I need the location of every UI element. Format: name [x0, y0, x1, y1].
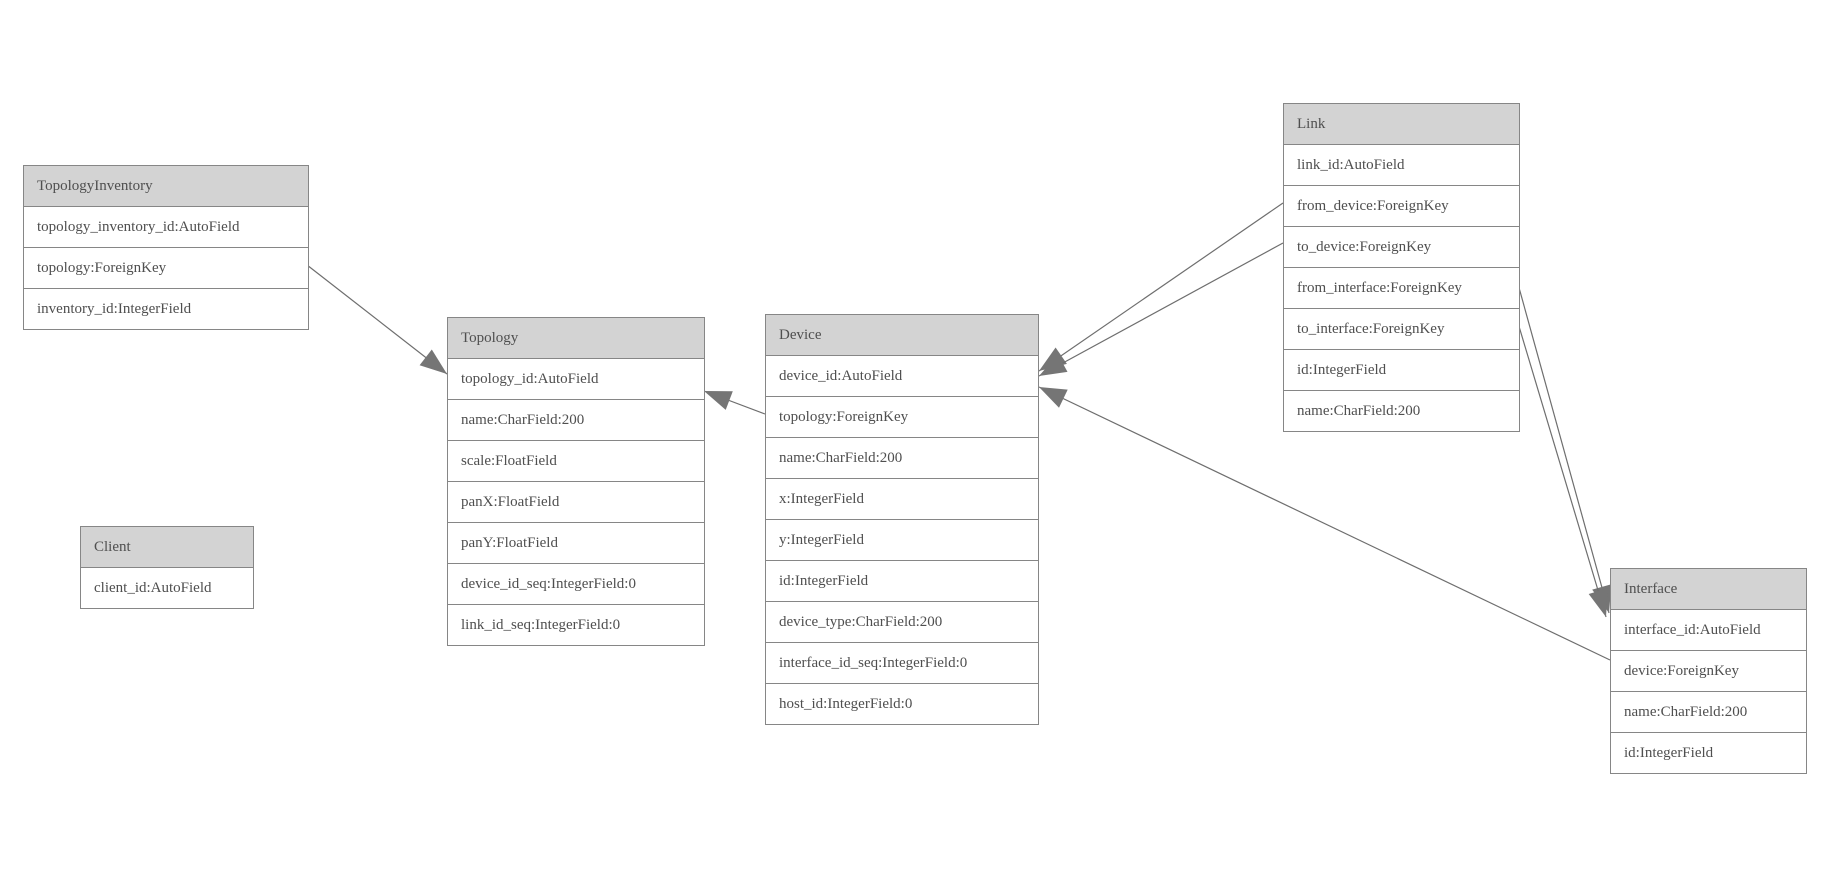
entity-title: Device	[766, 315, 1038, 356]
relation-topologyinventory-topology-fk	[306, 264, 448, 375]
fk-arrowhead-icon	[1039, 387, 1068, 408]
field-row: link_id_seq:IntegerField:0	[448, 605, 704, 645]
field-row: client_id:AutoField	[81, 568, 253, 608]
fk-arrowhead-icon	[1039, 354, 1068, 376]
field-row: interface_id_seq:IntegerField:0	[766, 643, 1038, 684]
entity-title: TopologyInventory	[24, 166, 308, 207]
fk-arrowhead-icon	[419, 349, 447, 374]
field-row: device_id_seq:IntegerField:0	[448, 564, 704, 605]
entity-title: Topology	[448, 318, 704, 359]
field-row: from_device:ForeignKey	[1284, 186, 1519, 227]
field-row: x:IntegerField	[766, 479, 1038, 520]
field-row: host_id:IntegerField:0	[766, 684, 1038, 724]
field-row: name:CharField:200	[1284, 391, 1519, 431]
relation-interface-device-fk	[1038, 386, 1611, 661]
relation-line	[306, 264, 448, 375]
relation-link-to-device-fk	[1038, 242, 1284, 377]
field-row: link_id:AutoField	[1284, 145, 1519, 186]
field-row: panY:FloatField	[448, 523, 704, 564]
field-row: name:CharField:200	[766, 438, 1038, 479]
field-row: id:IntegerField	[766, 561, 1038, 602]
field-row: device_id:AutoField	[766, 356, 1038, 397]
relation-line	[1038, 386, 1611, 661]
entity-title: Interface	[1611, 569, 1806, 610]
relation-link-from-device-fk	[1038, 202, 1284, 372]
field-row: to_interface:ForeignKey	[1284, 309, 1519, 350]
relation-line	[1038, 242, 1284, 377]
field-row: name:CharField:200	[1611, 692, 1806, 733]
field-row: topology_id:AutoField	[448, 359, 704, 400]
field-row: topology:ForeignKey	[24, 248, 308, 289]
field-row: scale:FloatField	[448, 441, 704, 482]
field-row: inventory_id:IntegerField	[24, 289, 308, 329]
field-row: id:IntegerField	[1284, 350, 1519, 391]
field-row: name:CharField:200	[448, 400, 704, 441]
relation-link-from-interface-fk	[1517, 283, 1612, 614]
field-row: y:IntegerField	[766, 520, 1038, 561]
fk-arrowhead-icon	[1588, 588, 1608, 617]
relation-line	[1517, 283, 1610, 614]
field-row: device_type:CharField:200	[766, 602, 1038, 643]
entity-title: Client	[81, 527, 253, 568]
field-row: topology_inventory_id:AutoField	[24, 207, 308, 248]
field-row: id:IntegerField	[1611, 733, 1806, 773]
field-row: to_device:ForeignKey	[1284, 227, 1519, 268]
relation-device-topology-fk	[703, 390, 766, 415]
field-row: device:ForeignKey	[1611, 651, 1806, 692]
relation-link-to-interface-fk	[1517, 322, 1608, 618]
relation-line	[1517, 322, 1607, 618]
field-row: from_interface:ForeignKey	[1284, 268, 1519, 309]
field-row: topology:ForeignKey	[766, 397, 1038, 438]
entity-title: Link	[1284, 104, 1519, 145]
relation-line	[1038, 202, 1284, 372]
field-row: panX:FloatField	[448, 482, 704, 523]
field-row: interface_id:AutoField	[1611, 610, 1806, 651]
fk-arrowhead-icon	[704, 391, 733, 410]
